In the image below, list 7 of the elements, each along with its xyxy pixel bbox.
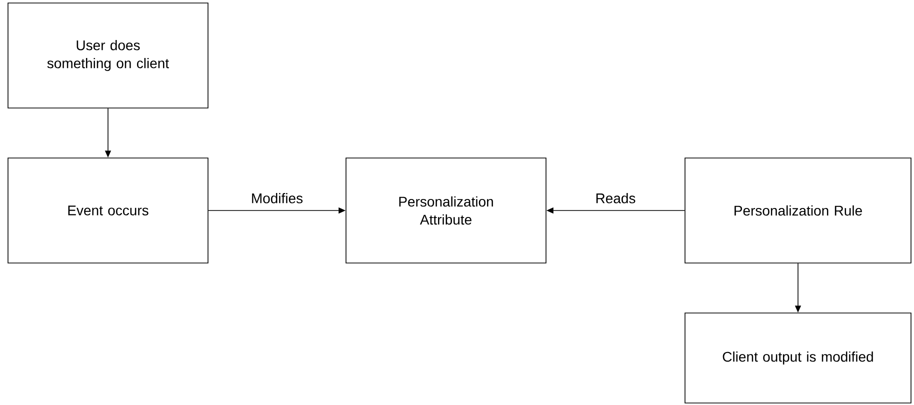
edge-label: Reads <box>596 193 636 204</box>
process-box: Client output is modified <box>684 312 912 404</box>
edge-label: Modifies <box>252 193 303 204</box>
process-box: Personalization Attribute <box>346 158 546 264</box>
process-box: Personalization Rule <box>684 158 912 264</box>
process-box: User does something on client <box>8 2 208 108</box>
process-box: Event occurs <box>8 158 208 264</box>
